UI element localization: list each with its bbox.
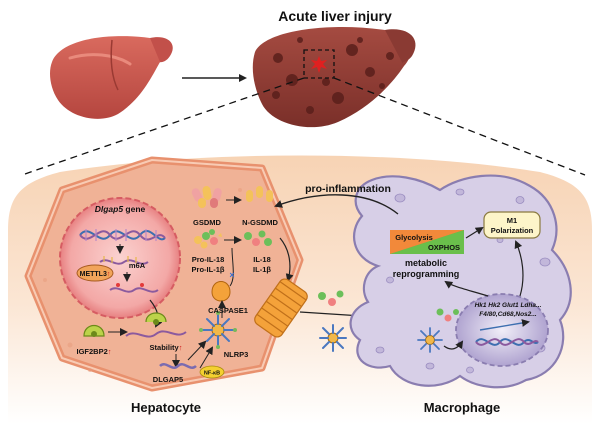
pro-il1b-label: Pro-IL-1β [192, 265, 225, 274]
signal-to-nucleus-arrow [443, 340, 464, 350]
igf2bp2-label: IGF2BP2↑ [76, 347, 111, 356]
m6a-mrna-icon [109, 287, 159, 293]
macrophage-cell [349, 174, 572, 389]
gsdmd-label: GSDMD [193, 218, 222, 227]
nfkb-arrow [199, 346, 214, 369]
dlgap5-protein-icon [159, 363, 197, 369]
m1-polarization-box [483, 211, 541, 239]
cleave-mark: × [229, 270, 234, 280]
nucleus-to-metabolic-arrow [444, 280, 489, 297]
nlrp3-label: NLRP3 [224, 350, 249, 359]
il-icon [244, 230, 272, 246]
injured-liver-icon [252, 26, 416, 128]
pro-il-icon [194, 229, 222, 249]
caspase1-label: CASPASE1 [208, 306, 248, 315]
gsdmd-icon [191, 186, 222, 208]
igf2bp2-bound-icon [145, 312, 167, 325]
macrophage-nucleus [455, 293, 549, 367]
title: Acute liver injury [278, 8, 392, 24]
nfkb-label: NF-κB [204, 371, 220, 377]
nfkb-icon [199, 365, 225, 379]
cytoplasm-mrna-icon [125, 330, 187, 338]
nucleus [59, 197, 181, 319]
zoom-line-right [333, 77, 586, 176]
released-inflammasome-icon [319, 324, 347, 352]
dlgap5-gene-label: Dlgap5 gene [95, 204, 146, 214]
metabolic-box [390, 230, 464, 254]
macrophage-genes-line1: Hk1 Hk2 Glut1 Ldha... [475, 302, 542, 309]
il18-label: IL-18 [253, 255, 271, 264]
zoom-line-left [21, 77, 305, 176]
dlgap5-label: DLGAP5 [153, 375, 183, 384]
metabolic-label-2: reprogramming [393, 269, 460, 279]
nlrp3-inflammasome-icon [199, 311, 237, 349]
pro-il18-label: Pro-IL-18 [192, 255, 225, 264]
m6a-label: m6A [129, 261, 146, 270]
gsdmd-pore-icon [254, 278, 308, 338]
oxphos-label: OXPHOS [428, 243, 460, 252]
macrophage-received-il-icon [436, 308, 459, 322]
igf2bp2-icon [83, 324, 105, 337]
m1-label-2: Polarization [491, 226, 534, 235]
il1b-label: IL-1β [253, 265, 271, 274]
released-il-icon [318, 290, 344, 306]
metabolic-to-m1-arrow [465, 226, 484, 239]
glycolysis-label: Glycolysis [395, 233, 433, 242]
macrophage-genes-line2: F4/80,Cd68,Nos2... [479, 311, 537, 318]
dlgap5-to-nlrp3-arrow [187, 340, 207, 361]
pro-inflammation-label: pro-inflammation [305, 183, 391, 195]
injury-focus-box [303, 49, 335, 79]
macrophage-inflammasome-icon [417, 327, 443, 353]
n-gsdmd-icon [246, 186, 273, 202]
pro-inflammation-arrow [274, 194, 399, 215]
metabolic-label-1: metabolic [405, 258, 447, 268]
transcription-induced-arrow [479, 319, 530, 331]
mrna-icon [99, 259, 149, 265]
il-to-pore-arrow [279, 237, 294, 282]
stability-label: Stability↑ [150, 343, 183, 352]
mettl3-enzyme [76, 264, 114, 282]
hepatocyte-label: Hepatocyte [131, 400, 201, 415]
macrophage-label: Macrophage [424, 400, 501, 415]
macrophage-dna-icon [475, 338, 539, 346]
mettl3-label: METTL3↑ [80, 271, 111, 278]
mrna-bases [103, 256, 137, 263]
n-gsdmd-label: N-GSDMD [242, 218, 278, 227]
m1-label-1: M1 [507, 216, 517, 225]
caspase1-icon [211, 281, 231, 302]
nucleus-to-m1-arrow [514, 240, 524, 297]
healthy-liver-icon [50, 36, 173, 119]
caspase1-cleave-line [229, 247, 234, 287]
injury-spark-icon [311, 56, 327, 73]
m6a-marks [116, 283, 144, 287]
dna-icon [79, 229, 166, 241]
